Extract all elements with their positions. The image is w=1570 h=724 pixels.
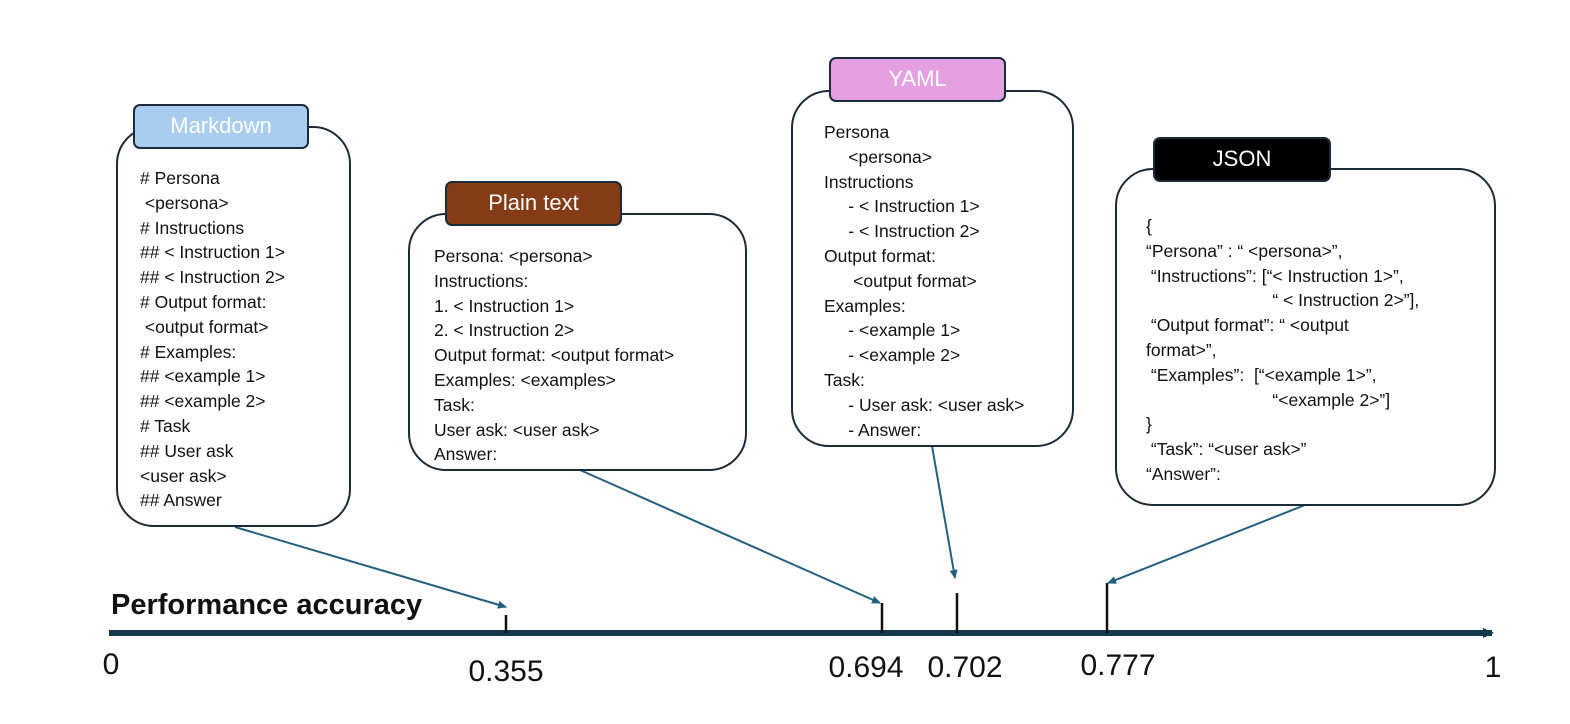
markdown-prompt-line: ## < Instruction 2> <box>140 267 285 288</box>
plaintext-prompt-line: 1. < Instruction 1> <box>434 295 575 316</box>
tick-label-plaintext: 0.694 <box>828 651 904 684</box>
tick-label-markdown: 0.355 <box>468 655 544 688</box>
plaintext-prompt-line: Output format: <output format> <box>434 345 675 366</box>
json-prompt-line: “Instructions”: [“< Instruction 1>”, <box>1146 265 1404 286</box>
json-prompt-line: format>”, <box>1146 339 1217 360</box>
plaintext-prompt-line: Persona: <persona> <box>434 246 593 266</box>
plaintext-prompt-line: Task: <box>434 394 475 415</box>
json-prompt-line: “Output format”: “ <output <box>1146 315 1349 336</box>
yaml-prompt-line: Task: <box>824 369 865 390</box>
arrow-json <box>1107 504 1306 584</box>
yaml-prompt-line: - < Instruction 1> <box>824 196 980 217</box>
yaml-prompt-line: - <example 2> <box>824 345 961 366</box>
markdown-prompt-line: # Task <box>140 415 191 436</box>
yaml-prompt-box: Persona <persona> Instructions - < Instru… <box>791 90 1074 447</box>
markdown-prompt-line: # Instructions <box>140 217 245 238</box>
json-prompt-line: “Task”: “<user ask>” <box>1146 439 1307 460</box>
arrow-yaml <box>931 445 958 579</box>
markdown-prompt-line: <output format> <box>140 316 269 337</box>
plaintext-prompt-line: Instructions: <box>434 270 529 291</box>
axis-max-label: 1 <box>1484 651 1502 684</box>
markdown-format-tag: Markdown <box>133 104 309 149</box>
markdown-prompt-line: # Examples: <box>140 341 237 362</box>
json-prompt-line: { <box>1146 216 1152 236</box>
plaintext-prompt-line: 2. < Instruction 2> <box>434 320 575 341</box>
yaml-prompt-line: <output format> <box>824 270 977 291</box>
markdown-prompt-line: ## <example 1> <box>140 366 266 387</box>
yaml-format-tag: YAML <box>829 57 1006 102</box>
markdown-prompt-line: ## < Instruction 1> <box>140 242 285 263</box>
json-prompt-line: } <box>1146 414 1152 435</box>
json-prompt-line: “Answer”: <box>1146 463 1221 484</box>
yaml-prompt-lines: Persona <persona> Instructions - < Instru… <box>824 120 1024 442</box>
tick-label-yaml: 0.702 <box>927 651 1003 684</box>
json-prompt-line: “<example 2>”] <box>1146 389 1391 410</box>
markdown-prompt-line: ## User ask <box>140 440 234 461</box>
yaml-prompt-line: - <example 1> <box>824 320 961 341</box>
markdown-prompt-lines: # Persona <persona> # Instructions ## < In… <box>140 166 285 513</box>
plaintext-prompt-line: Examples: <examples> <box>434 369 616 390</box>
yaml-prompt-line: Instructions <box>824 171 914 192</box>
yaml-prompt-line: Output format: <box>824 245 936 266</box>
yaml-prompt-line: Examples: <box>824 295 906 316</box>
markdown-prompt-line: ## <example 2> <box>140 391 266 412</box>
tick-label-json: 0.777 <box>1080 649 1156 682</box>
markdown-prompt-line: # Output format: <box>140 291 267 312</box>
plaintext-prompt-box: Persona: <persona> Instructions: 1. < Inst… <box>408 213 747 471</box>
plaintext-prompt-line: Answer: <box>434 444 498 465</box>
markdown-prompt-box: # Persona <persona> # Instructions ## < In… <box>116 126 351 527</box>
json-prompt-line: “ < Instruction 2>”], <box>1146 290 1420 311</box>
yaml-prompt-line: Persona <box>824 122 890 142</box>
plaintext-prompt-line: User ask: <user ask> <box>434 419 600 440</box>
markdown-prompt-line: # Persona <box>140 168 220 188</box>
axis-min-label: 0 <box>102 648 120 681</box>
arrow-markdown <box>234 526 507 609</box>
json-prompt-lines: { “Persona” : “ <persona>”, “Instructions… <box>1146 214 1419 487</box>
json-prompt-line: “Examples”: [“<example 1>”, <box>1146 364 1377 385</box>
json-prompt-line: “Persona” : “ <persona>”, <box>1146 240 1343 261</box>
arrow-plaintext <box>579 469 881 604</box>
markdown-prompt-line: ## Answer <box>140 490 222 511</box>
yaml-prompt-line: - User ask: <user ask> <box>824 394 1025 415</box>
yaml-prompt-line: - < Instruction 2> <box>824 221 980 242</box>
json-format-tag: JSON <box>1153 137 1331 182</box>
axis-title: Performance accuracy <box>111 589 423 621</box>
yaml-prompt-line: - Answer: <box>824 419 922 440</box>
json-prompt-box: { “Persona” : “ <persona>”, “Instructions… <box>1115 168 1496 506</box>
plaintext-format-tag: Plain text <box>445 181 622 226</box>
yaml-prompt-line: <persona> <box>824 146 932 167</box>
markdown-prompt-line: <user ask> <box>140 465 227 486</box>
plaintext-prompt-lines: Persona: <persona> Instructions: 1. < Inst… <box>434 244 674 467</box>
markdown-prompt-line: <persona> <box>140 192 229 213</box>
